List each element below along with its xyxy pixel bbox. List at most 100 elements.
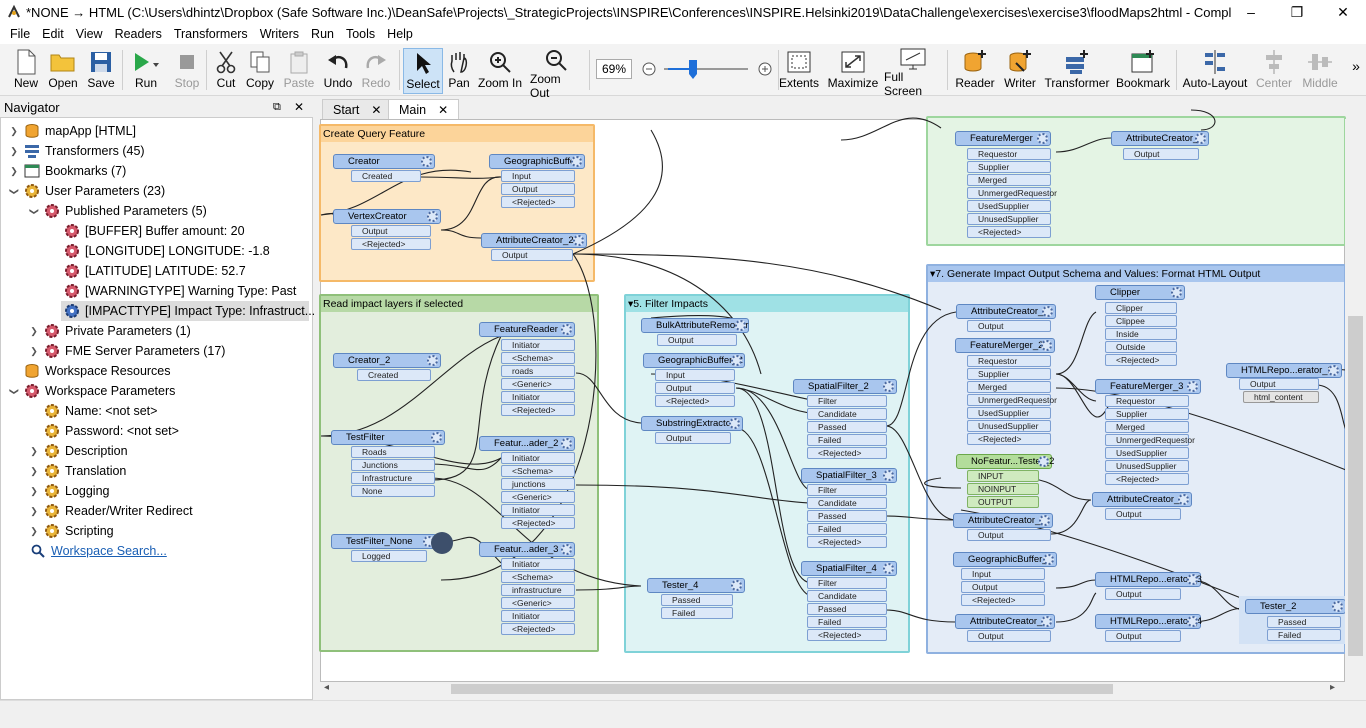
menu-run[interactable]: Run xyxy=(311,27,334,41)
transformer-settings-gear-icon[interactable] xyxy=(1041,616,1052,627)
tree-item-param-buffer[interactable]: [BUFFER] Buffer amount: 20 xyxy=(47,221,245,241)
stop-button[interactable]: Stop xyxy=(172,48,202,94)
menu-transformers[interactable]: Transformers xyxy=(173,27,248,41)
zoom-slider[interactable] xyxy=(640,54,772,84)
expand-arrow-icon[interactable]: ❯ xyxy=(30,445,38,456)
port-merged[interactable]: Merged xyxy=(967,174,1051,186)
transformer-geographicbuffer-3[interactable]: GeographicBuffer_3 xyxy=(953,552,1057,567)
transformer-htmlreportgenerator-2[interactable]: HTMLRepo...erator_2 xyxy=(1226,363,1342,378)
transformer-featurereader-2[interactable]: Featur...ader_2 xyxy=(479,436,575,451)
port-rejected[interactable]: <Rejected> xyxy=(501,196,575,208)
open-button[interactable]: Open xyxy=(47,48,79,94)
port-requestor[interactable]: Requestor xyxy=(967,148,1051,160)
restore-button[interactable]: ❐ xyxy=(1290,3,1304,20)
transformer-attributecreator-2[interactable]: AttributeCreator_2 xyxy=(481,233,587,248)
transformer-settings-gear-icon[interactable] xyxy=(735,320,746,331)
port-unused-supplier[interactable]: UnusedSupplier xyxy=(967,213,1051,225)
menu-file[interactable]: File xyxy=(10,27,31,41)
paste-button[interactable]: Paste xyxy=(283,48,315,94)
tab-start[interactable]: Start ✕ xyxy=(322,99,393,119)
collapse-triangle-icon[interactable]: ▾ xyxy=(930,268,936,280)
transformer-settings-gear-icon[interactable] xyxy=(571,156,582,167)
transformer-settings-gear-icon[interactable] xyxy=(1328,365,1339,376)
port-candidate[interactable]: Candidate xyxy=(807,408,887,420)
cut-button[interactable]: Cut xyxy=(211,48,241,94)
menu-view[interactable]: View xyxy=(75,27,103,41)
transformer-attributecreator-5[interactable]: AttributeCreator_5 xyxy=(956,304,1056,319)
port-clippee[interactable]: Clippee xyxy=(1105,315,1177,327)
port-schema[interactable]: <Schema> xyxy=(501,465,575,477)
port-rejected[interactable]: <Rejected> xyxy=(967,226,1051,238)
zoom-level-field[interactable]: 69% xyxy=(596,59,632,79)
transformer-vertexcreator[interactable]: VertexCreator xyxy=(333,209,441,224)
port-input[interactable]: Input xyxy=(501,170,575,182)
tree-item-name[interactable]: Name: <not set> xyxy=(27,401,157,421)
collapse-arrow-icon[interactable]: ❯ xyxy=(9,387,20,395)
port-output[interactable]: Output xyxy=(491,249,573,261)
transformer-settings-gear-icon[interactable] xyxy=(427,211,438,222)
tree-item-scripting[interactable]: ❯ Scripting xyxy=(27,521,114,541)
tree-item-user-parameters[interactable]: ❯ User Parameters (23) xyxy=(9,184,166,198)
transformer-substringextractor[interactable]: SubstringExtractor xyxy=(641,416,743,431)
collapse-arrow-icon[interactable]: ❯ xyxy=(9,187,20,195)
extents-button[interactable]: Extents xyxy=(778,48,820,94)
port-input[interactable]: Input xyxy=(961,568,1045,580)
port-supplier[interactable]: Supplier xyxy=(967,161,1051,173)
collapse-arrow-icon[interactable]: ❯ xyxy=(29,207,40,215)
tree-item-description[interactable]: ❯ Description xyxy=(27,441,128,461)
zoom-in-button[interactable]: Zoom In xyxy=(478,48,522,94)
tree-item-param-warningtype[interactable]: [WARNINGTYPE] Warning Type: Past xyxy=(47,281,296,301)
port-roads[interactable]: roads xyxy=(501,365,575,377)
expand-arrow-icon[interactable]: ❯ xyxy=(30,505,38,516)
port-candidate[interactable]: Candidate xyxy=(807,497,887,509)
port-logged[interactable]: Logged xyxy=(351,550,427,562)
port-requestor[interactable]: Requestor xyxy=(967,355,1051,367)
redo-button[interactable]: Redo xyxy=(360,48,392,94)
port-filter[interactable]: Filter xyxy=(807,577,887,589)
transformer-settings-gear-icon[interactable] xyxy=(1039,515,1050,526)
port-junctions[interactable]: junctions xyxy=(501,478,575,490)
port-unmerged-requestor[interactable]: UnmergedRequestor xyxy=(967,394,1057,406)
vertical-scroll-thumb[interactable] xyxy=(1348,316,1363,656)
menu-writers[interactable]: Writers xyxy=(259,27,300,41)
port-passed[interactable]: Passed xyxy=(807,510,887,522)
port-initiator[interactable]: Initiator xyxy=(501,391,575,403)
port-rejected[interactable]: <Rejected> xyxy=(501,404,575,416)
scroll-left-icon[interactable]: ◂ xyxy=(324,682,330,693)
minimize-button[interactable]: – xyxy=(1247,4,1255,20)
port-passed[interactable]: Passed xyxy=(661,594,733,606)
port-unmerged-requestor[interactable]: UnmergedRequestor xyxy=(967,187,1057,199)
port-rejected[interactable]: <Rejected> xyxy=(501,517,575,529)
transformer-settings-gear-icon[interactable] xyxy=(1043,554,1054,565)
port-failed[interactable]: Failed xyxy=(1267,629,1341,641)
transformer-attributecreator-8[interactable]: AttributeCreator_8 xyxy=(955,614,1055,629)
float-panel-icon[interactable]: ⧉ xyxy=(273,100,281,113)
port-failed[interactable]: Failed xyxy=(661,607,733,619)
port-schema[interactable]: <Schema> xyxy=(501,571,575,583)
transformer-settings-gear-icon[interactable] xyxy=(1332,601,1343,612)
transformer-settings-gear-icon[interactable] xyxy=(421,156,432,167)
pan-tool-button[interactable]: Pan xyxy=(446,48,472,94)
port-clipper[interactable]: Clipper xyxy=(1105,302,1177,314)
transformer-tester-4[interactable]: Tester_4 xyxy=(647,578,745,593)
port-rejected[interactable]: <Rejected> xyxy=(1105,354,1177,366)
add-transformer-button[interactable]: Transformer xyxy=(1044,48,1110,94)
tree-item-password[interactable]: Password: <not set> xyxy=(27,421,179,441)
close-button[interactable]: ✕ xyxy=(1337,3,1349,20)
port-rejected[interactable]: <Rejected> xyxy=(1105,473,1189,485)
tree-item-transformers[interactable]: ❯ Transformers (45) xyxy=(7,141,145,161)
transformer-spatialfilter-2[interactable]: SpatialFilter_2 xyxy=(793,379,897,394)
port-output[interactable]: Output xyxy=(1123,148,1199,160)
port-input[interactable]: Input xyxy=(655,369,735,381)
transformer-settings-gear-icon[interactable] xyxy=(883,381,894,392)
port-output[interactable]: Output xyxy=(655,382,735,394)
port-rejected[interactable]: <Rejected> xyxy=(807,447,887,459)
transformer-settings-gear-icon[interactable] xyxy=(1187,616,1198,627)
menu-tools[interactable]: Tools xyxy=(345,27,376,41)
port-passed[interactable]: Passed xyxy=(807,421,887,433)
port-initiator[interactable]: Initiator xyxy=(501,504,575,516)
transformer-featurereader-3[interactable]: Featur...ader_3 xyxy=(479,542,575,557)
tree-item-logging[interactable]: ❯ Logging xyxy=(27,481,110,501)
transformer-settings-gear-icon[interactable] xyxy=(1187,574,1198,585)
tree-item-private-parameters[interactable]: ❯ Private Parameters (1) xyxy=(27,321,191,341)
